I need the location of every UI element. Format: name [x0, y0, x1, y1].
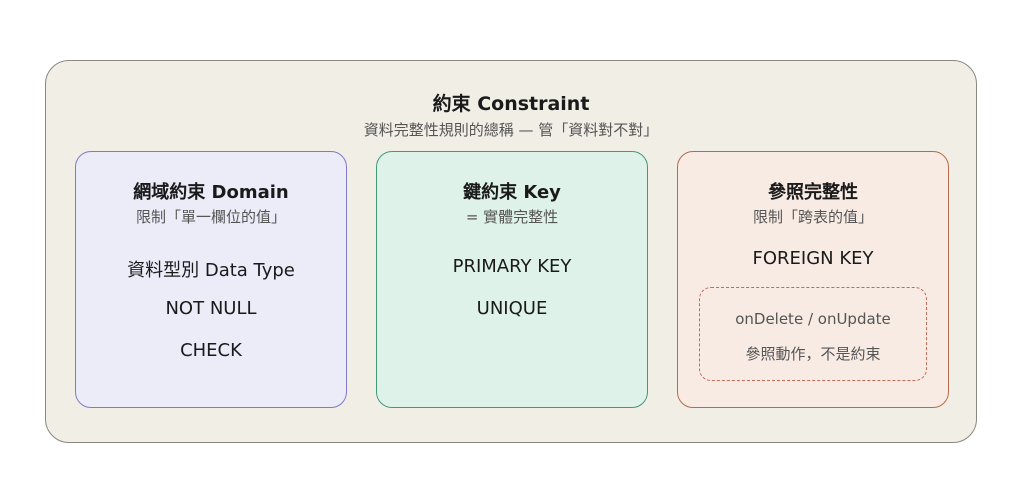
- referential-action-caption: 參照動作，不是約束: [745, 345, 881, 363]
- domain-item-check: CHECK: [180, 340, 242, 361]
- referential-item-foreign-key: FOREIGN KEY: [752, 248, 874, 269]
- referential-subtitle: 限制「跨表的值」: [752, 208, 873, 226]
- key-title: 鍵約束 Key: [463, 182, 561, 203]
- domain-subtitle: 限制「單一欄位的值」: [135, 208, 286, 226]
- constraint-title: 約束 Constraint: [432, 93, 590, 115]
- referential-title: 參照完整性: [768, 182, 858, 203]
- domain-item-not-null: NOT NULL: [165, 298, 257, 319]
- key-constraint-box: 鍵約束 Key = 實體完整性 PRIMARY KEY UNIQUE: [376, 151, 648, 408]
- domain-constraint-box: 網域約束 Domain 限制「單一欄位的值」 資料型別 Data Type NO…: [75, 151, 347, 408]
- key-subtitle: = 實體完整性: [465, 208, 559, 226]
- key-item-unique: UNIQUE: [476, 298, 548, 319]
- domain-item-data-type: 資料型別 Data Type: [127, 260, 295, 281]
- referential-action-note: onDelete / onUpdate 參照動作，不是約束: [699, 287, 927, 381]
- key-item-primary-key: PRIMARY KEY: [452, 256, 572, 277]
- constraint-subtitle: 資料完整性規則的總稱 — 管「資料對不對」: [363, 121, 659, 139]
- referential-integrity-box: 參照完整性 限制「跨表的值」 FOREIGN KEY onDelete / on…: [677, 151, 949, 408]
- constraint-container: 約束 Constraint 資料完整性規則的總稱 — 管「資料對不對」 網域約束…: [45, 60, 977, 443]
- domain-title: 網域約束 Domain: [133, 182, 289, 203]
- referential-action-label: onDelete / onUpdate: [735, 310, 891, 328]
